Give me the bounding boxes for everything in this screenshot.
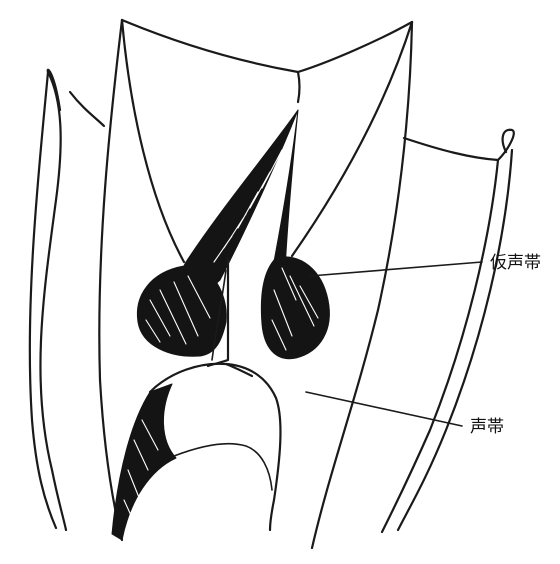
false-vocal-cord-label: 仮声帯: [490, 253, 541, 273]
vocal-cord-label: 声帯: [470, 417, 504, 437]
right-outer-cartilage: [382, 130, 514, 532]
false-vocal-cord-leader: [310, 262, 482, 276]
right-false-vocal-cord: [261, 257, 329, 359]
left-outer-cartilage: [30, 70, 104, 530]
left-false-vocal-cord: [137, 266, 226, 360]
